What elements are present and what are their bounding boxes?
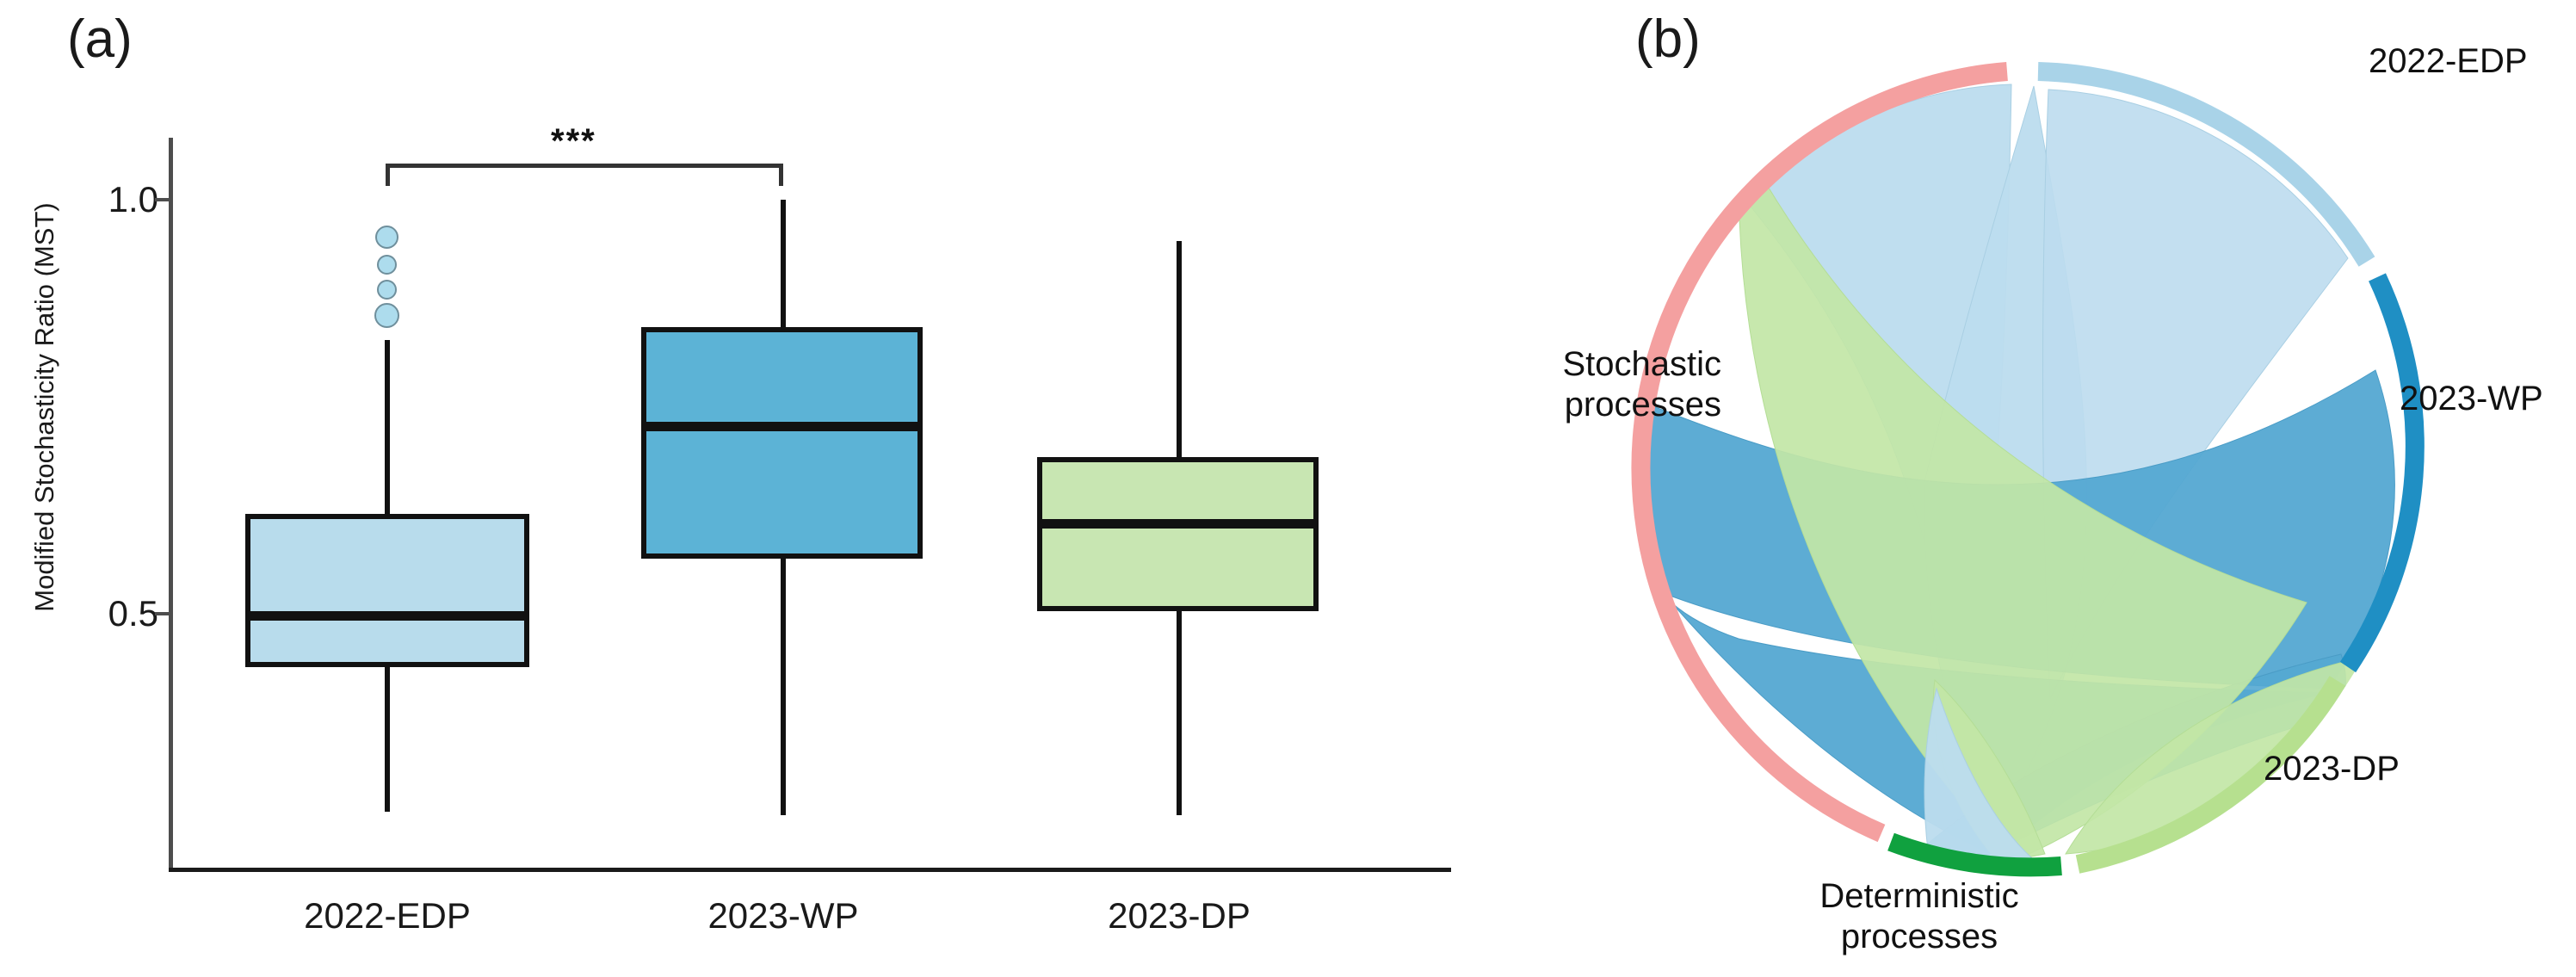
chord-ribbons (1647, 83, 2395, 858)
median-2023-wp (641, 422, 923, 431)
outlier-point (375, 226, 398, 249)
box-2023-dp (1037, 457, 1319, 611)
x-tick-label-2022-edp: 2022-EDP (304, 895, 471, 936)
sector-arc-stochastic (1631, 62, 2008, 843)
sector-arc-deterministic (1887, 832, 2062, 877)
sector-arc-2023dp (2075, 676, 2346, 874)
chord-label-stochastic-line2: processes (1564, 386, 1721, 424)
chord-label-2023-wp: 2023-WP (2400, 380, 2543, 417)
chord-label-2023-dp: 2023-DP (2264, 750, 2400, 788)
chord-label-stochastic-line1: Stochastic (1562, 345, 1721, 383)
whisker-lower-2023-wp (781, 557, 786, 815)
chord-label-stochastic: Stochastic processes (1463, 344, 1721, 425)
chord-label-deterministic: Deterministic processes (1739, 876, 2100, 957)
y-axis-line (169, 138, 173, 871)
panel-a-label: (a) (67, 9, 133, 69)
ribbon-deterministic-2022edp-tail (1924, 687, 2035, 858)
y-tick-mark-1 (155, 198, 169, 201)
chord-label-deterministic-line1: Deterministic (1819, 877, 2019, 915)
whisker-lower-2022-edp (385, 665, 390, 812)
sector-arc-2023wp (2339, 273, 2425, 673)
y-tick-label-2: 0.5 (108, 593, 158, 634)
ribbon-stochastic-2023dp (1738, 176, 2307, 858)
x-tick-label-2023-dp: 2023-DP (1108, 895, 1251, 936)
outlier-point (374, 303, 399, 328)
whisker-lower-2023-dp (1177, 609, 1182, 815)
panel-a-boxplot: (a) Modified Stochasticity Ratio (MST) 1… (29, 9, 1451, 936)
box-2022-edp (245, 514, 529, 667)
box-2023-wp (641, 327, 923, 559)
chord-diagram-svg (1631, 62, 2425, 877)
whisker-upper-2023-wp (781, 200, 786, 331)
y-axis-title: Modified Stochasticity Ratio (MST) (29, 202, 59, 612)
median-2023-dp (1037, 519, 1319, 529)
y-tick-label-1: 1.0 (108, 179, 158, 220)
outlier-point (377, 280, 397, 300)
median-2022-edp (245, 611, 529, 621)
whisker-upper-2022-edp (385, 340, 390, 519)
chord-label-2022-edp: 2022-EDP (2369, 42, 2528, 80)
sector-arc-2022edp (2037, 62, 2375, 267)
whisker-upper-2023-dp (1177, 241, 1182, 461)
significance-stars: *** (551, 122, 596, 160)
panel-b-chord-diagram: (b) (1480, 0, 2576, 977)
chord-label-deterministic-line2: processes (1840, 918, 1998, 956)
panel-b-label: (b) (1635, 9, 1701, 69)
y-tick-mark-2 (155, 612, 169, 615)
outlier-point (377, 255, 397, 275)
x-tick-label-2023-wp: 2023-WP (707, 895, 859, 936)
x-axis-line (169, 868, 1451, 872)
